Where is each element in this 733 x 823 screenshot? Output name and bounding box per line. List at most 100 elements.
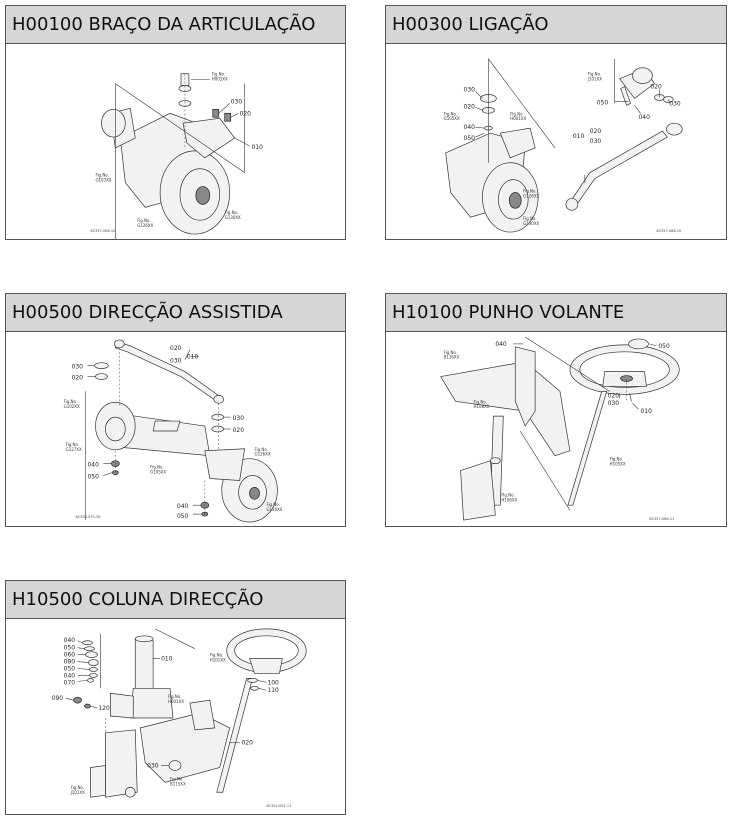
callout-label: 080 [64,659,76,666]
fig-ref-code: B115XX [170,781,186,786]
card-header: H00100 BRAÇO DA ARTICULAÇÃO [6,6,345,44]
callout-label: 020 [608,392,620,399]
fig-ref-label: Fig.No. [610,457,623,462]
parts-diagram: 040 050 020 030 010 Fig.No. B116XX Fig.N… [386,332,726,526]
drawing-code: 6C352-001-11 [266,804,291,808]
card-header: H00500 DIRECÇÃO ASSISTIDA [6,294,345,332]
catalog-card-coluna-direccao[interactable]: H10500 COLUNA DIRECÇÃO [5,580,346,815]
fig-ref-label: Fig.No. [473,399,486,404]
fig-ref-label: Fig.No. [501,492,514,497]
fig-ref-label: Fig.No. [95,173,108,178]
callout-label: 050 [64,645,76,652]
callout-label: 030 [231,98,243,105]
callout-label: 030 [608,400,620,407]
callout-label: 050 [88,474,100,481]
fig-ref-code: H001XX [168,699,184,704]
fig-ref-label: Fig.No. [444,111,457,116]
callout-label: 030 [72,364,84,371]
fig-ref-code: H108XX [473,404,489,409]
callout-label: 030 [590,138,602,145]
callout-label: 010 [161,656,173,663]
fig-ref-code: G126XX [137,223,153,228]
callout-label: 030 [233,415,245,422]
fig-ref-label: Fig.No. [64,399,77,404]
callout-label: 120 [98,705,110,712]
fig-ref-code: H003XX [212,77,228,82]
callout-label: 050 [658,343,670,350]
fig-ref-code: H105XX [610,462,626,467]
fig-ref-label: Fig.No. [255,447,268,452]
card-title: H00500 DIRECÇÃO ASSISTIDA [12,302,283,323]
drawing-code: 6C357-066-10 [656,229,681,233]
callout-label: 050 [64,665,76,672]
callout-label: 040 [64,672,76,679]
catalog-card-braco-articulacao[interactable]: H00100 BRAÇO DA ARTICULAÇÃO [5,5,346,240]
callout-label: 020 [464,103,476,110]
callout-label: 060 [64,652,76,659]
card-title: H00300 LIGAÇÃO [392,14,549,35]
fig-ref-code: G105XX [150,470,166,475]
fig-ref-code: G127XX [66,447,82,452]
fig-ref-label: Fig.No. [66,442,79,447]
fig-ref-code: G130XX [225,215,241,220]
callout-label: 020 [650,84,662,91]
fig-ref-label: Fig.No. [444,350,457,355]
fig-ref-code: G130XX [266,507,282,512]
callout-label: 020 [240,110,252,117]
fig-ref-label: Fig.No. [168,694,181,699]
card-title: H10500 COLUNA DIRECÇÃO [12,589,264,610]
fig-ref-label: Fig.No. [170,776,183,781]
callout-label: 040 [177,503,189,510]
callout-label: 020 [242,740,254,747]
fig-ref-label: Fig.No. [510,111,523,116]
catalog-card-punho-volante[interactable]: H10100 PUNHO VOLANTE [385,293,727,527]
catalog-card-ligacao[interactable]: H00300 LIGAÇÃO [385,5,727,240]
parts-diagram: 030 020 010 Fig.No. H003XX Fig.No. G103X… [6,44,345,239]
fig-ref-code: H001XX [510,116,526,121]
card-title: H10100 PUNHO VOLANTE [392,302,625,323]
card-header: H00300 LIGAÇÃO [386,6,726,44]
callout-label: 040 [64,637,76,644]
callout-label: 010 [641,408,653,415]
callout-label: 030 [669,100,681,107]
callout-label: 030 [170,358,182,365]
fig-ref-label: Fig.No. [210,653,223,658]
fig-ref-code: G103XX [95,178,111,183]
callout-label: 010 [187,354,199,361]
callout-label: 100 [267,679,279,686]
fig-ref-code: J101XX [587,77,602,82]
fig-ref-label: Fig.No. [588,72,601,77]
callout-label: 070 [64,679,76,686]
parts-diagram: 020 010 030 030 020 030 020 040 050 040 … [6,332,345,526]
callout-label: 030 [464,87,476,94]
fig-ref-code: H101XX [210,658,226,663]
callout-label: 050 [177,513,189,520]
callout-label: 090 [52,695,64,702]
card-header: H10500 COLUNA DIRECÇÃO [6,581,345,619]
fig-ref-code: G102XX [64,404,80,409]
callout-label: 040 [639,114,651,121]
drawing-code: 6C300-070-26 [76,515,101,519]
card-title: H00100 BRAÇO DA ARTICULAÇÃO [12,14,316,35]
fig-ref-label: Fig.No. [523,188,536,193]
fig-ref-code: B116XX [444,355,460,360]
fig-ref-code: G126XX [523,193,539,198]
fig-ref-label: Fig.No. [523,216,536,221]
callout-label: 040 [464,124,476,131]
fig-ref-code: G126XX [255,452,271,457]
parts-diagram: 040 050 060 080 050 040 070 090 120 010 … [6,619,345,814]
callout-label: 030 [147,762,159,769]
callout-label: 110 [267,687,279,694]
callout-label: 040 [495,341,507,348]
fig-ref-code: J101XX [70,790,85,795]
fig-ref-label: Fig.No. [71,785,84,790]
catalog-card-direccao-assistida[interactable]: H00500 DIRECÇÃO ASSISTIDA [5,293,346,527]
card-header: H10100 PUNHO VOLANTE [386,294,726,332]
fig-ref-code: G130XX [523,221,539,226]
callout-label: 020 [72,375,84,382]
parts-diagram: 030 020 040 050 050 040 020 030 010 020 … [386,44,726,239]
callout-label: 020 [590,128,602,135]
callout-label: 040 [88,462,100,469]
drawing-code: 6C357-066-10 [91,229,116,233]
fig-ref-code: G105XX [444,116,460,121]
